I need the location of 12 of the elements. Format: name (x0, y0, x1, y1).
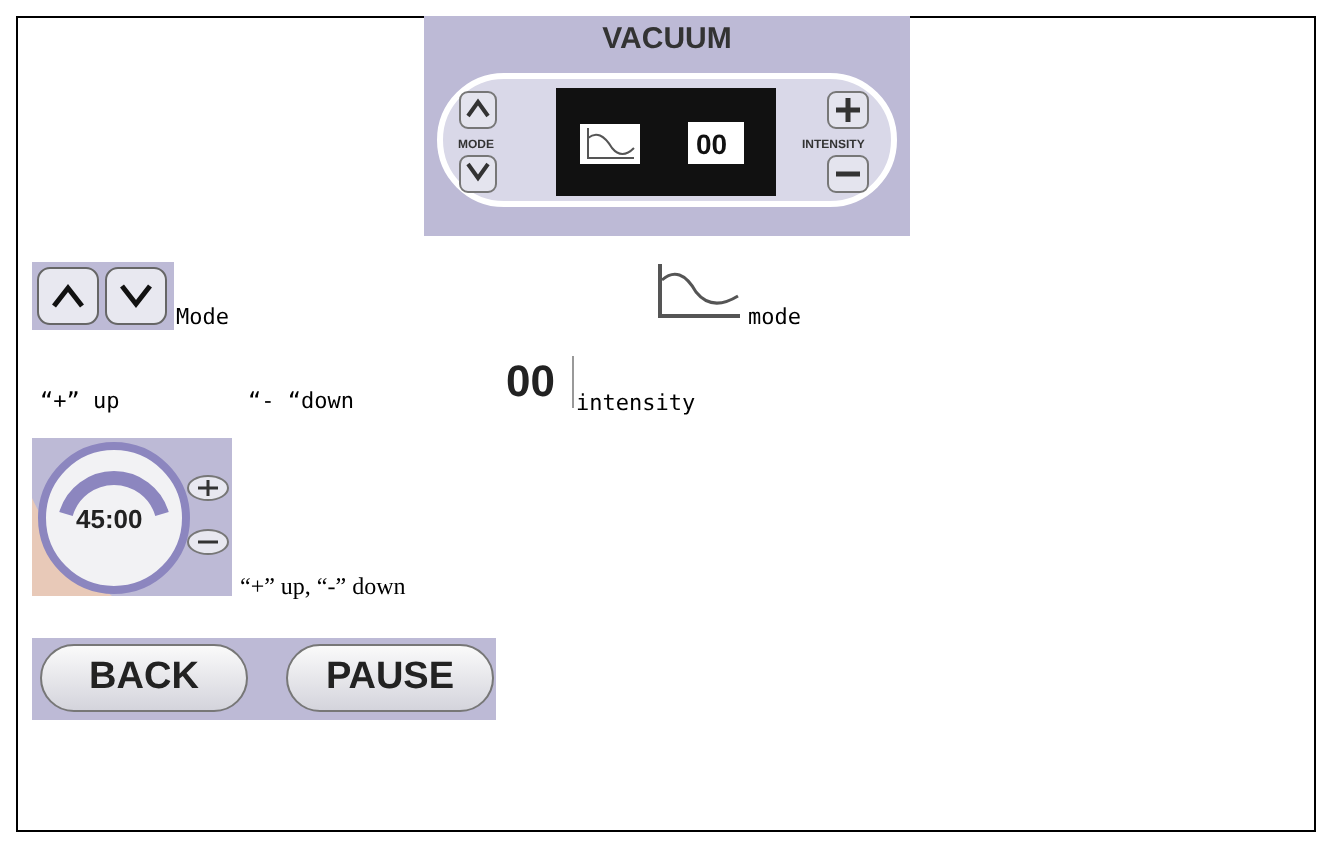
panel-title: VACUUM (600, 24, 734, 54)
caption-text: “+” up, “-” down (240, 574, 406, 598)
caption-text: “- “down (248, 390, 354, 412)
timer-readout: 45:00 (76, 506, 143, 532)
intensity-readout: 00 (506, 360, 555, 404)
caption-text: mode (748, 306, 801, 328)
caption-text: Mode (176, 306, 229, 328)
back-button: BACK (40, 644, 248, 712)
caption-text: intensity (576, 392, 696, 414)
pause-button: PAUSE (286, 644, 494, 712)
intensity-readout: 00 (696, 130, 728, 158)
caption-text: “+” up (40, 390, 120, 412)
